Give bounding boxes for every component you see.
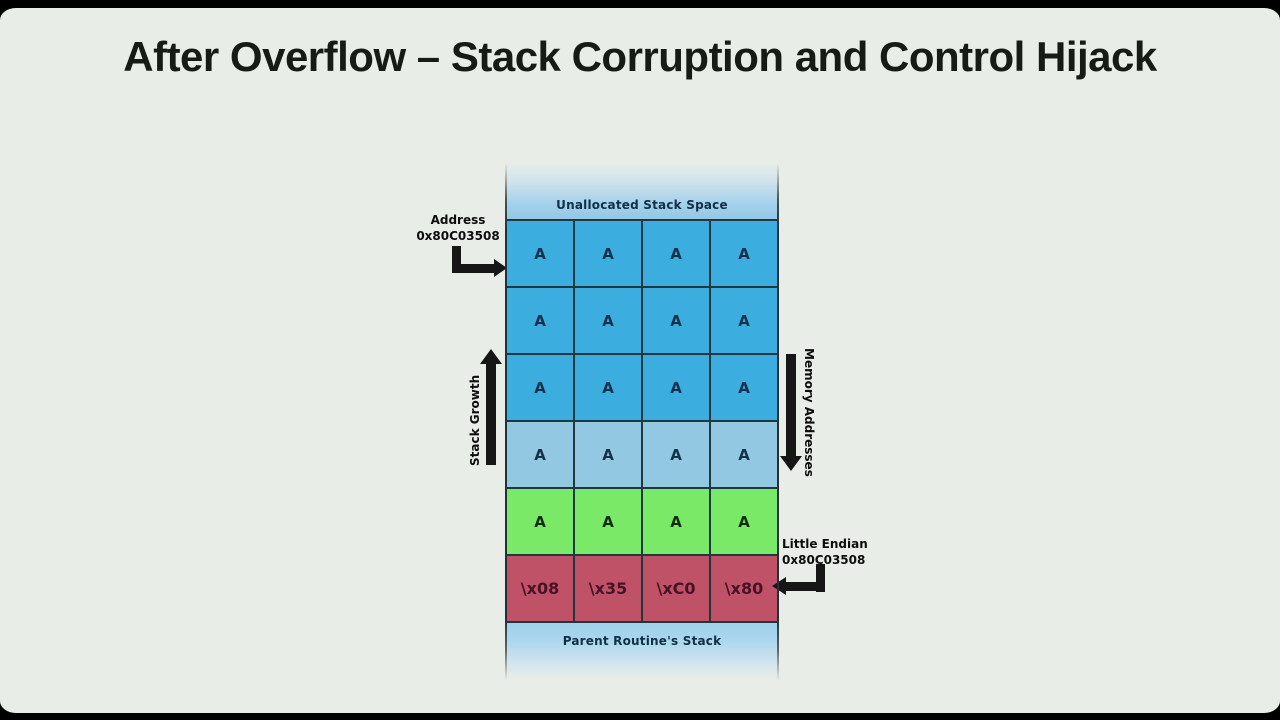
stack-cell: A [711, 489, 777, 554]
stack-cell: \x80 [711, 556, 777, 621]
address-label-line1: Address [430, 213, 486, 227]
parent-stack-label: Parent Routine's Stack [507, 623, 777, 681]
stack-cell: \x08 [507, 556, 573, 621]
stack-cell: A [575, 489, 641, 554]
stack-cell: A [575, 422, 641, 487]
stack-cell: A [643, 355, 709, 420]
address-label: Address 0x80C03508 [408, 212, 508, 244]
little-endian-label: Little Endian 0x80C03508 [782, 536, 902, 568]
stack-cell: A [711, 221, 777, 286]
stack-cell: A [507, 489, 573, 554]
stack-cell: A [575, 355, 641, 420]
table-right-border [777, 163, 779, 681]
stack-cell: A [643, 288, 709, 353]
slide-title: After Overflow – Stack Corruption and Co… [123, 33, 1157, 80]
stack-cell: A [711, 355, 777, 420]
slide-panel: After Overflow – Stack Corruption and Co… [0, 8, 1280, 713]
stack-cell: A [507, 221, 573, 286]
stack-cell: A [643, 221, 709, 286]
stack-cell: A [507, 288, 573, 353]
stack-cell: A [711, 422, 777, 487]
stack-cell: A [575, 288, 641, 353]
stack-cell: A [643, 422, 709, 487]
little-endian-label-line2: 0x80C03508 [782, 553, 866, 567]
stack-cell: \x35 [575, 556, 641, 621]
address-label-line2: 0x80C03508 [416, 229, 500, 243]
stack-cell: A [507, 355, 573, 420]
stack-cell: A [711, 288, 777, 353]
little-endian-label-line1: Little Endian [782, 537, 868, 551]
stack-cell: A [575, 221, 641, 286]
memory-addresses-label: Memory Addresses [802, 347, 816, 477]
stack-growth-label: Stack Growth [468, 374, 482, 466]
stack-cell: \xC0 [643, 556, 709, 621]
table-left-border [505, 163, 507, 681]
unallocated-stack-label: Unallocated Stack Space [507, 163, 777, 219]
stack-cell: A [507, 422, 573, 487]
stack-cell: A [643, 489, 709, 554]
